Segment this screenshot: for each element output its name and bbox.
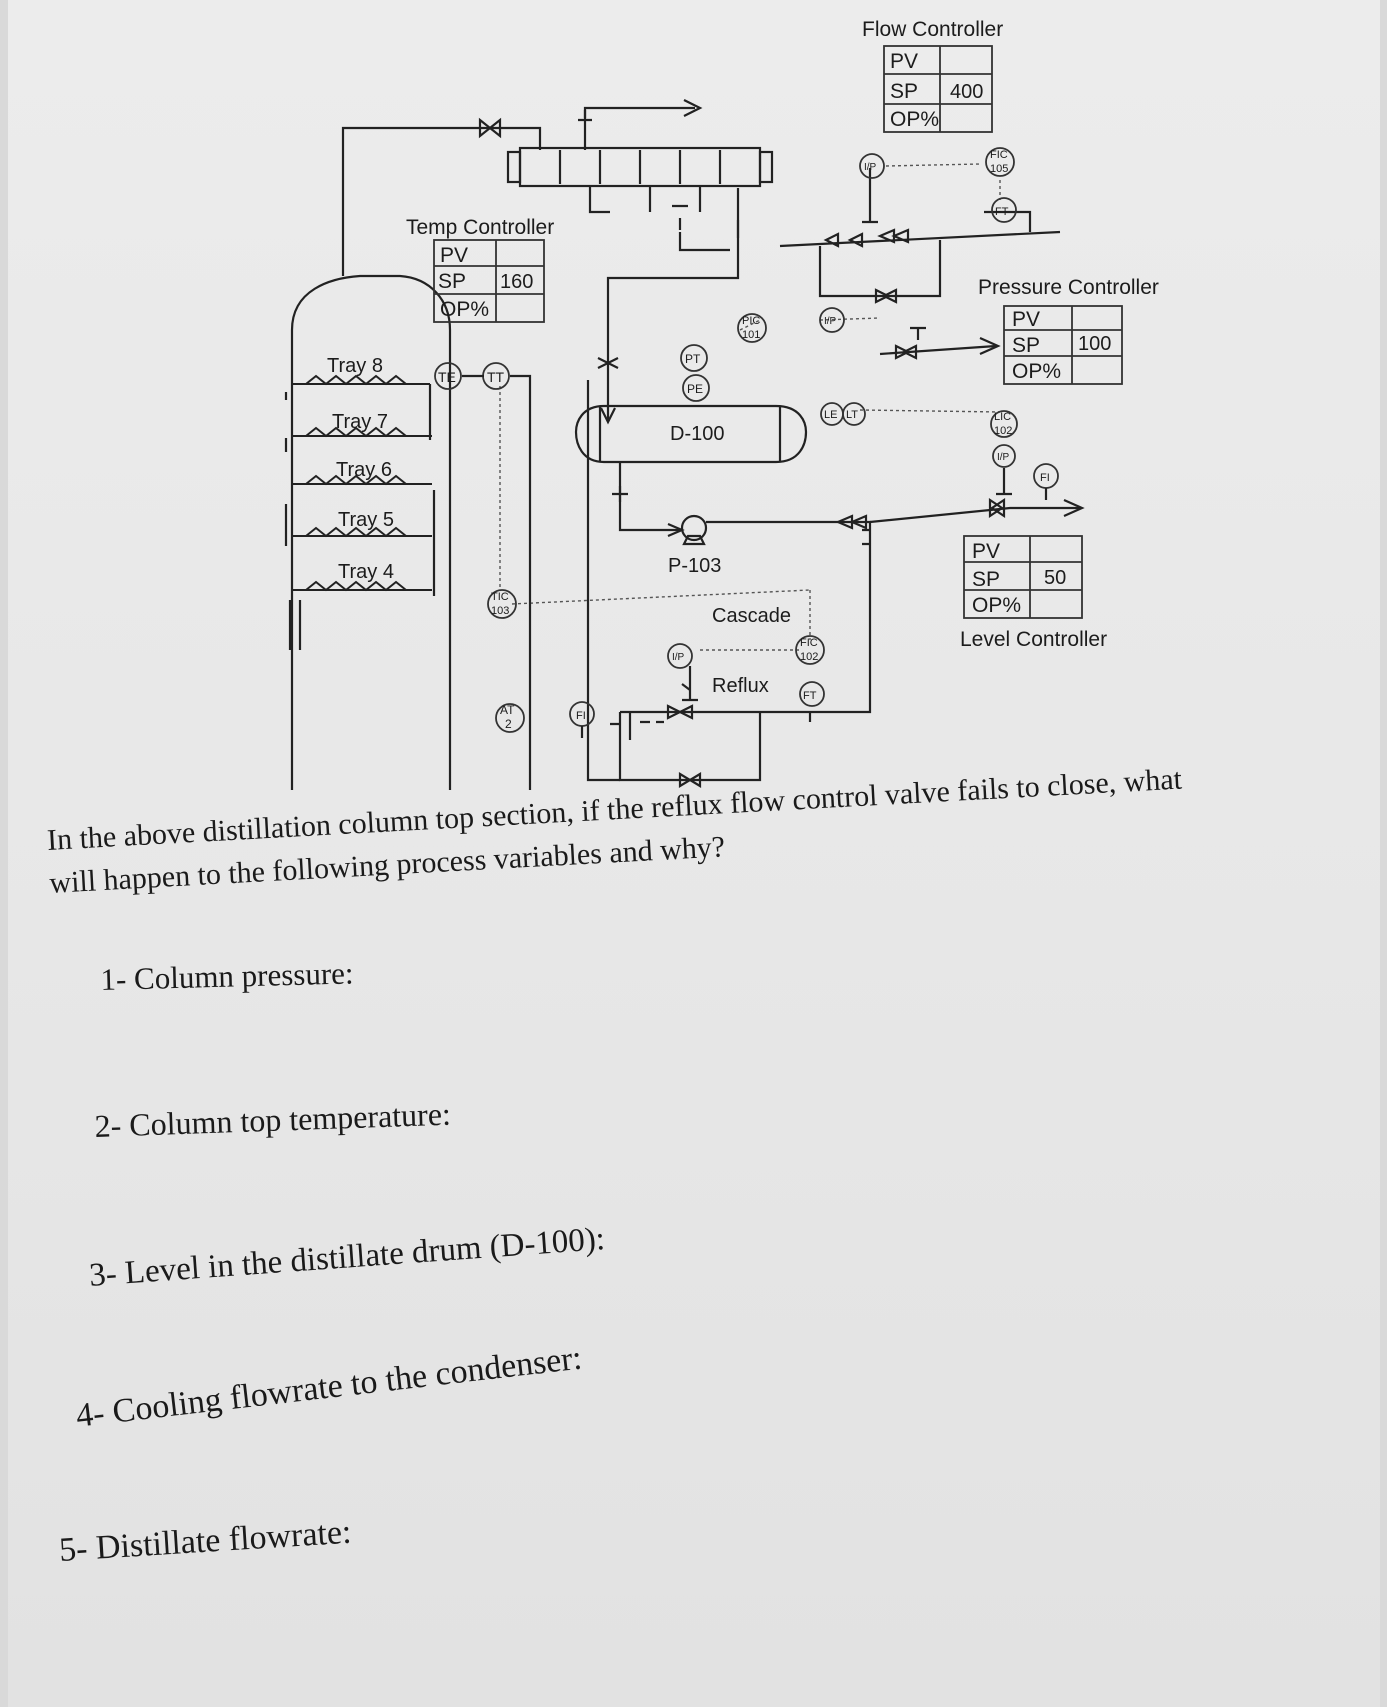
svg-text:SP: SP bbox=[1012, 334, 1040, 357]
flow-controller-title: Flow Controller bbox=[862, 18, 1003, 41]
svg-text:100: 100 bbox=[1078, 333, 1111, 355]
svg-text:SP: SP bbox=[890, 80, 918, 103]
cascade-label: Cascade bbox=[712, 605, 791, 627]
svg-text:I/P: I/P bbox=[997, 452, 1010, 463]
pid-diagram: Tray 8 Tray 7 Tray 6 Tray 5 Tray 4 D-100 bbox=[284, 18, 1159, 790]
instrument-ip-pressure: I/P bbox=[819, 307, 845, 333]
svg-text:TE: TE bbox=[438, 369, 456, 385]
pressure-controller-faceplate: Pressure Controller PV SP 100 OP% bbox=[978, 276, 1159, 385]
instrument-lic102: LIC 102 bbox=[990, 410, 1018, 438]
level-controller-faceplate: PV SP 50 OP% Level Controller bbox=[960, 535, 1107, 651]
svg-text:PE: PE bbox=[687, 382, 703, 396]
signal-lines bbox=[499, 163, 1001, 651]
instrument-pt: PT bbox=[680, 344, 708, 372]
svg-text:FIC: FIC bbox=[800, 637, 818, 649]
svg-text:TT: TT bbox=[487, 369, 505, 385]
reflux-line bbox=[586, 380, 830, 788]
svg-text:I/P: I/P bbox=[672, 652, 685, 663]
instrument-le: LE bbox=[820, 402, 844, 426]
instrument-tic103: TIC 103 bbox=[487, 589, 517, 619]
svg-text:FI: FI bbox=[1040, 472, 1050, 484]
svg-text:AT: AT bbox=[500, 703, 515, 717]
svg-text:OP%: OP% bbox=[440, 298, 489, 321]
pressure-signal bbox=[879, 326, 1001, 360]
svg-text:50: 50 bbox=[1044, 567, 1066, 589]
svg-text:PV: PV bbox=[972, 540, 1000, 563]
reflux-label: Reflux bbox=[712, 675, 769, 697]
tray-4-label: Tray 4 bbox=[338, 561, 394, 583]
svg-text:105: 105 bbox=[990, 163, 1008, 175]
tray-5-label: Tray 5 bbox=[338, 509, 394, 531]
instrument-at2: AT 2 bbox=[495, 703, 525, 733]
svg-text:PV: PV bbox=[890, 50, 918, 73]
temp-impulse-line bbox=[462, 374, 532, 790]
svg-text:400: 400 bbox=[950, 81, 983, 103]
svg-text:102: 102 bbox=[994, 425, 1012, 437]
instrument-ip-reflux: I/P bbox=[667, 643, 693, 669]
instrument-ft-reflux: FT bbox=[799, 681, 825, 707]
svg-text:I/P: I/P bbox=[824, 316, 837, 327]
reflux-pump: P-103 bbox=[668, 497, 1085, 714]
svg-text:PV: PV bbox=[440, 244, 468, 267]
instrument-fic102: FIC 102 bbox=[795, 635, 825, 665]
overhead-line bbox=[341, 99, 703, 276]
instrument-pic101: PIC 101 bbox=[737, 313, 767, 343]
instrument-lt: LT bbox=[842, 402, 866, 426]
svg-text:160: 160 bbox=[500, 271, 533, 293]
distillate-drum: D-100 bbox=[574, 404, 808, 538]
svg-text:I/P: I/P bbox=[864, 162, 877, 173]
drum-label: D-100 bbox=[670, 423, 724, 445]
instrument-fic105: FIC 105 bbox=[985, 147, 1015, 177]
instrument-fi-level: FI bbox=[1033, 463, 1059, 500]
svg-text:102: 102 bbox=[800, 651, 818, 663]
temp-controller-title: Temp Controller bbox=[406, 216, 554, 239]
condenser bbox=[506, 146, 774, 230]
pump-label: P-103 bbox=[668, 555, 721, 577]
instrument-ft-top: FT bbox=[991, 197, 1017, 223]
svg-text:SP: SP bbox=[972, 568, 1000, 591]
svg-text:PT: PT bbox=[685, 352, 701, 366]
instrument-tt: TT bbox=[482, 362, 510, 390]
instrument-fi-column: FI bbox=[569, 701, 595, 738]
tray-6-label: Tray 6 bbox=[336, 459, 392, 481]
paper-sheet bbox=[8, 0, 1380, 1707]
temp-controller-faceplate: Temp Controller PV SP 160 OP% bbox=[406, 216, 554, 323]
flow-controller-faceplate: Flow Controller PV SP 400 OP% bbox=[862, 18, 1003, 133]
tray-7-label: Tray 7 bbox=[332, 411, 388, 433]
svg-text:TIC: TIC bbox=[491, 591, 509, 603]
svg-text:103: 103 bbox=[491, 605, 509, 617]
svg-text:OP%: OP% bbox=[890, 108, 939, 131]
tray-8-label: Tray 8 bbox=[327, 355, 383, 377]
instrument-pe: PE bbox=[682, 374, 710, 402]
svg-text:PV: PV bbox=[1012, 308, 1040, 331]
distillation-column: Tray 8 Tray 7 Tray 6 Tray 5 Tray 4 bbox=[284, 274, 452, 790]
svg-text:LT: LT bbox=[846, 409, 858, 421]
svg-text:LE: LE bbox=[824, 409, 837, 421]
svg-text:PIC: PIC bbox=[742, 315, 760, 327]
question-item-1: 1- Column pressure: bbox=[100, 955, 354, 997]
instrument-te: TE bbox=[434, 362, 462, 390]
instrument-ip-top: I/P bbox=[859, 153, 885, 179]
svg-text:FT: FT bbox=[803, 690, 817, 702]
svg-text:OP%: OP% bbox=[1012, 360, 1061, 383]
svg-text:101: 101 bbox=[742, 329, 760, 341]
pressure-controller-title: Pressure Controller bbox=[978, 276, 1159, 299]
svg-text:OP%: OP% bbox=[972, 594, 1021, 617]
svg-text:FT: FT bbox=[995, 206, 1009, 218]
svg-text:2: 2 bbox=[505, 717, 512, 731]
svg-text:LIC: LIC bbox=[994, 411, 1011, 423]
cooling-lines bbox=[779, 168, 1061, 304]
level-controller-title: Level Controller bbox=[960, 628, 1107, 651]
instrument-ip-level: I/P bbox=[992, 444, 1016, 496]
condensate-line bbox=[597, 188, 740, 425]
svg-text:FI: FI bbox=[576, 710, 586, 722]
svg-text:SP: SP bbox=[438, 270, 466, 293]
svg-text:FIC: FIC bbox=[990, 149, 1008, 161]
